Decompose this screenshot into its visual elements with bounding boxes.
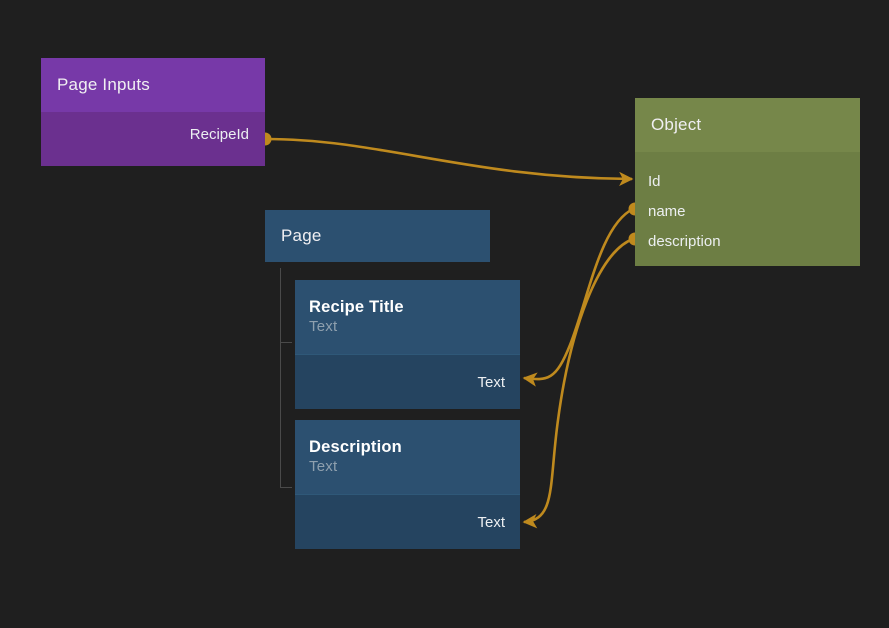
- output-row-recipeid[interactable]: RecipeId: [41, 121, 265, 147]
- node-description-body[interactable]: Text: [295, 494, 520, 549]
- wire-name-to-recipe-title: [522, 207, 634, 387]
- node-object-header[interactable]: Object: [635, 98, 860, 152]
- node-page-title: Page: [281, 226, 322, 245]
- node-recipe-title[interactable]: Recipe Title Text Text: [295, 280, 520, 409]
- field-row-id[interactable]: Id: [635, 166, 860, 196]
- tree-branch-recipe-title: [280, 342, 292, 343]
- node-recipe-title-subtitle: Text: [309, 318, 338, 335]
- node-page[interactable]: Page: [265, 210, 490, 262]
- node-description-subtitle: Text: [309, 458, 338, 475]
- field-row-description[interactable]: description: [635, 226, 860, 256]
- node-page-header[interactable]: Page: [265, 210, 490, 262]
- node-page-inputs-title: Page Inputs: [57, 75, 150, 94]
- node-page-inputs-body: RecipeId: [41, 112, 265, 166]
- field-label-description: description: [648, 232, 721, 250]
- field-label-name: name: [648, 202, 686, 220]
- tree-line-vertical: [280, 268, 281, 488]
- node-description[interactable]: Description Text Text: [295, 420, 520, 549]
- node-object[interactable]: Object Id name description: [635, 98, 860, 266]
- tree-branch-description: [280, 487, 292, 488]
- field-label-id: Id: [648, 172, 661, 190]
- node-page-inputs[interactable]: Page Inputs RecipeId: [41, 58, 265, 166]
- node-object-title: Object: [651, 115, 702, 134]
- field-row-name[interactable]: name: [635, 196, 860, 226]
- node-recipe-title-body[interactable]: Text: [295, 354, 520, 409]
- node-description-header[interactable]: Description Text: [295, 420, 520, 494]
- binding-label-description: Text: [477, 513, 505, 531]
- node-recipe-title-label: Recipe Title: [309, 298, 404, 316]
- binding-label-recipe-title: Text: [477, 373, 505, 391]
- node-page-inputs-header[interactable]: Page Inputs: [41, 58, 265, 112]
- wire-recipeid-to-id: [265, 137, 634, 187]
- node-recipe-title-header[interactable]: Recipe Title Text: [295, 280, 520, 354]
- node-object-body: Id name description: [635, 152, 860, 266]
- node-description-label: Description: [309, 438, 402, 456]
- output-label-recipeid: RecipeId: [189, 125, 249, 143]
- wire-description-to-description: [522, 237, 634, 529]
